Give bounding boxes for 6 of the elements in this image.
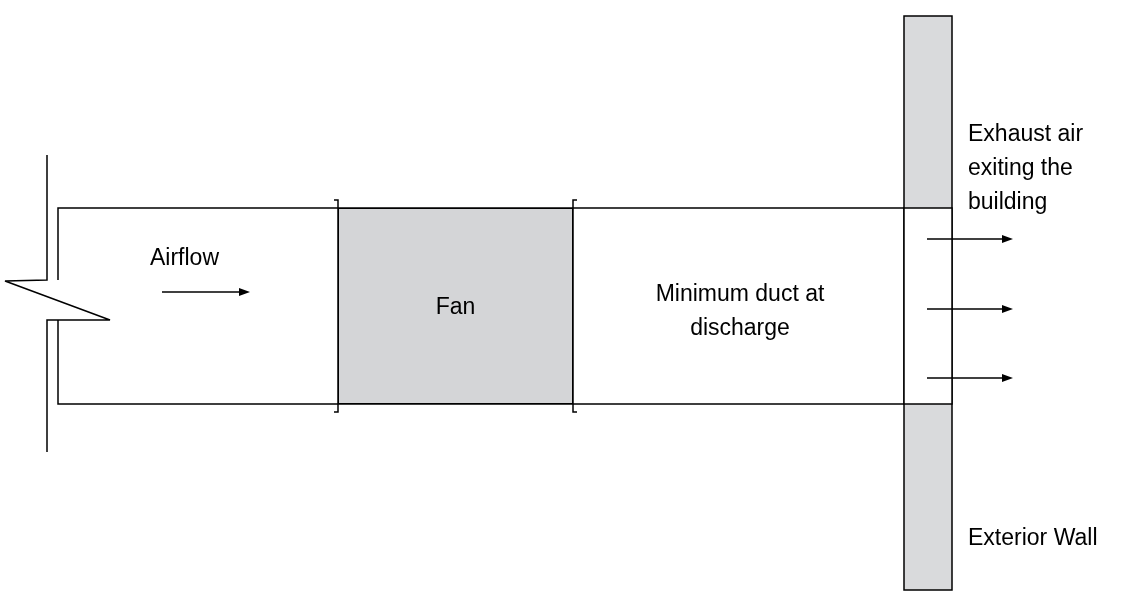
duct-label: Minimum duct at discharge	[654, 279, 826, 342]
fan-label: Fan	[435, 291, 476, 321]
exhaust-label: Exhaust air exiting the building	[968, 119, 1085, 216]
fan-box	[338, 208, 573, 404]
wall-label: Exterior Wall	[968, 523, 1098, 552]
airflow-label: Airflow	[150, 243, 220, 272]
